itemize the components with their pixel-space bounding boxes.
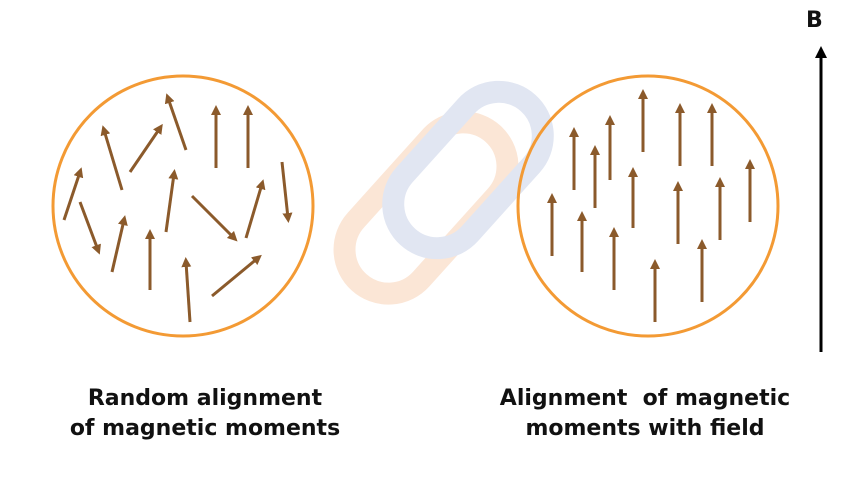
moment-arrow [211,254,262,298]
link-icon [333,80,554,305]
moment-arrow [78,201,101,255]
moment-arrow [110,215,128,273]
caption-aligned-with-field: Alignment of magnetic moments with field [478,384,812,444]
moment-arrow [280,161,293,223]
aligned-moments-arrows [547,89,755,322]
field-label-b: B [806,8,823,33]
moment-arrow [190,194,238,242]
caption-left-line2: of magnetic moments [69,416,341,441]
caption-left-line1: Random alignment [87,386,323,411]
caption-right-line2: moments with field [525,416,765,441]
caption-random-alignment: Random alignment of magnetic moments [40,384,370,444]
moment-arrow [244,179,266,239]
random-alignment-circle [51,74,315,338]
random-moments-arrows [62,93,293,323]
moment-arrow [128,123,163,173]
aligned-circle [516,74,780,338]
moment-arrow [181,257,192,323]
moment-arrow [100,125,124,191]
moment-arrow [164,169,179,233]
caption-right-line1: Alignment of magnetic [499,386,791,411]
moment-arrow [62,167,84,221]
moment-arrow [164,93,188,151]
